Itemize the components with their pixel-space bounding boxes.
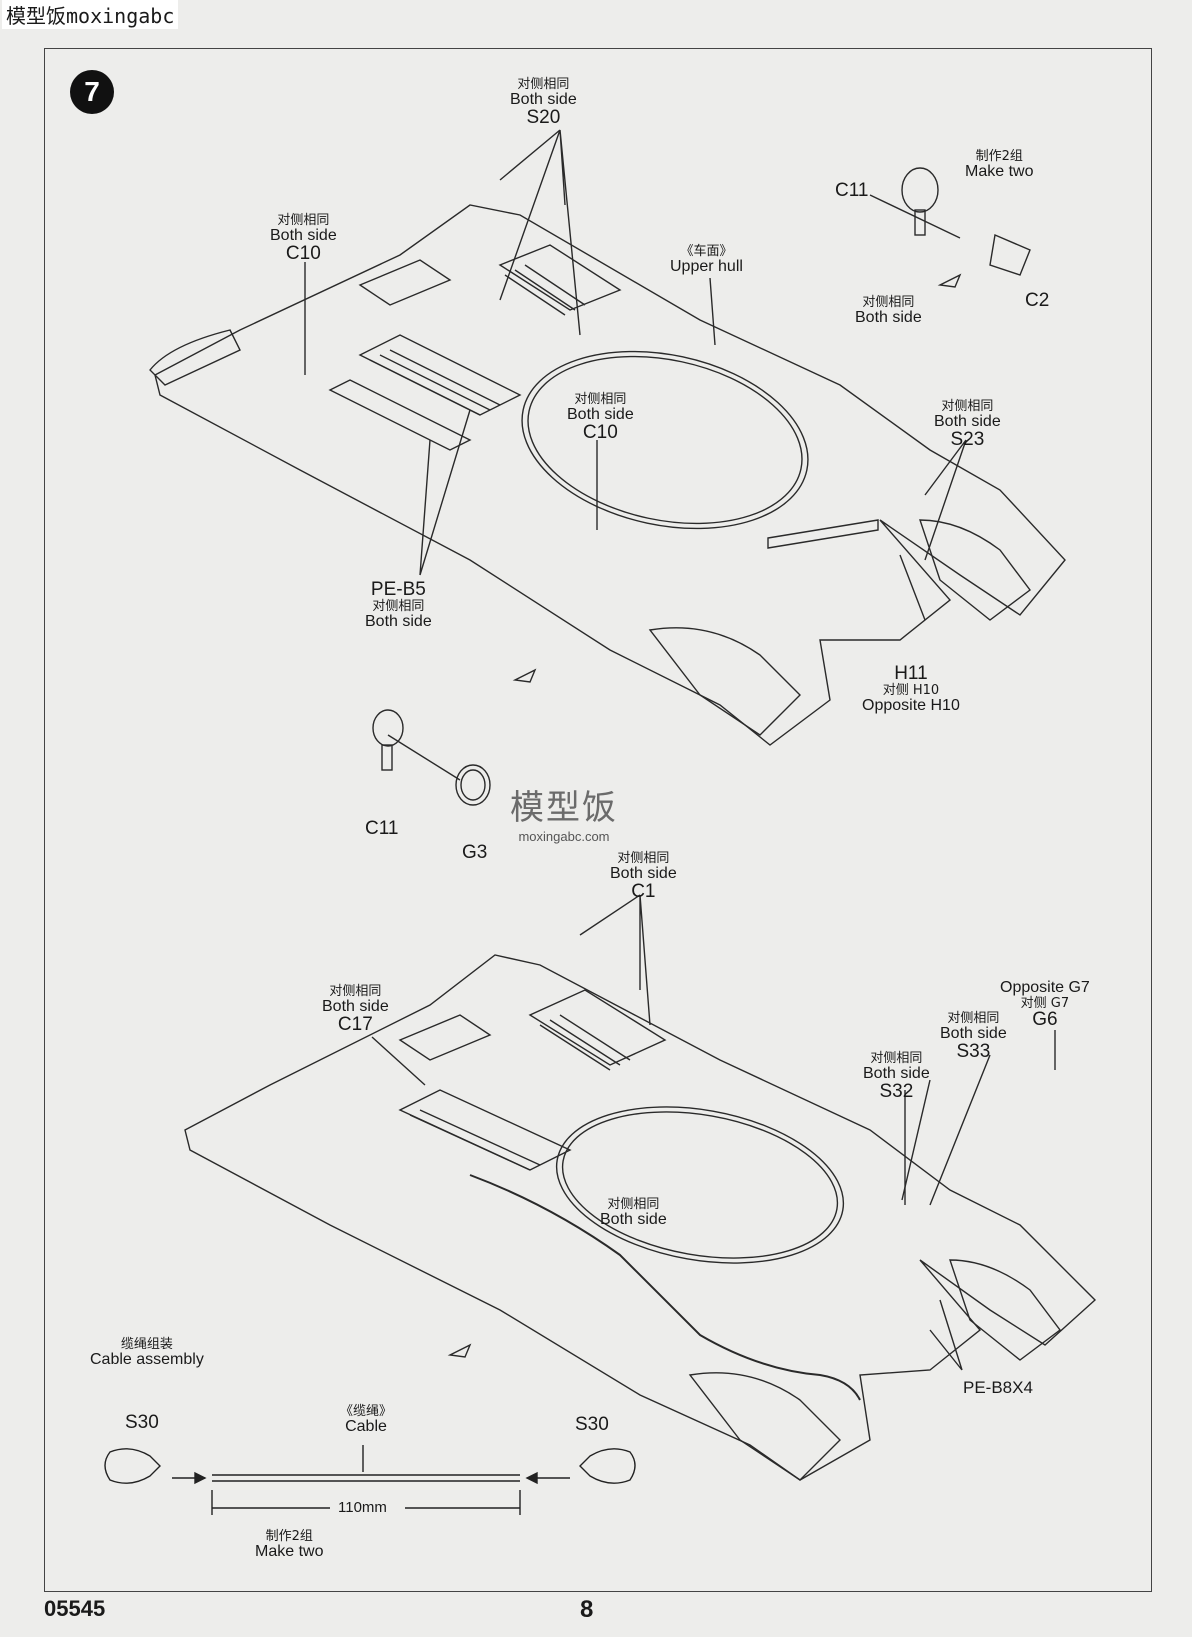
label-s30-right: S30 [575,1414,609,1435]
label-cable-assembly: 缆绳组装 Cable assembly [90,1337,204,1368]
turret-ring-upper [521,350,809,530]
watermark-center: 模型饭 moxingabc.com [510,788,618,844]
label-both-side-lower: 对侧相同 Both side [600,1197,667,1228]
label-cable: 《缆绳》 Cable [340,1404,393,1435]
label-c1: 对侧相同 Both side C1 [610,851,677,903]
watermark-top: 模型饭moxingabc [2,0,179,29]
label-both-side-mid: 对侧相同 Both side [855,295,922,326]
label-s32: 对侧相同 Both side S32 [863,1051,930,1103]
label-c10-mid: 对侧相同 Both side C10 [567,392,634,444]
page-frame [44,48,1152,1592]
label-s23: 对侧相同 Both side S23 [934,399,1001,451]
step-number: 7 [70,70,114,114]
label-c11-top: C11 [835,180,869,201]
turret-ring-lower [555,1106,845,1264]
kit-code: 05545 [44,1596,106,1621]
label-s33: 对侧相同 Both side S33 [940,1011,1007,1063]
label-c11-bottom: C11 [365,818,399,839]
page-number: 8 [580,1596,594,1623]
label-make-two: 制作2组 Make two [965,149,1034,180]
label-s30-left: S30 [125,1412,159,1433]
label-h11: H11 对侧 H10 Opposite H10 [862,663,960,714]
label-c17: 对侧相同 Both side C17 [322,984,389,1036]
label-g3: G3 [462,842,488,863]
lower-hull-outline [184,954,1097,1481]
label-g6: Opposite G7 对侧 G7 G6 [1000,979,1090,1031]
cable-assembly-diagram [104,1445,636,1515]
label-cable-length: 110mm [338,1499,387,1516]
label-cable-make-two: 制作2组 Make two [255,1529,324,1560]
label-pe-b5: PE-B5 对侧相同 Both side [365,579,432,630]
label-c10-left: 对侧相同 Both side C10 [270,213,337,265]
label-c2: C2 [1025,290,1050,311]
label-s20: 对侧相同 Both side S20 [510,77,577,129]
upper-hull-outline [154,204,1066,746]
label-upper-hull: 《车面》 Upper hull [670,244,743,275]
label-pe-b8x4: PE-B8X4 [963,1378,1033,1397]
